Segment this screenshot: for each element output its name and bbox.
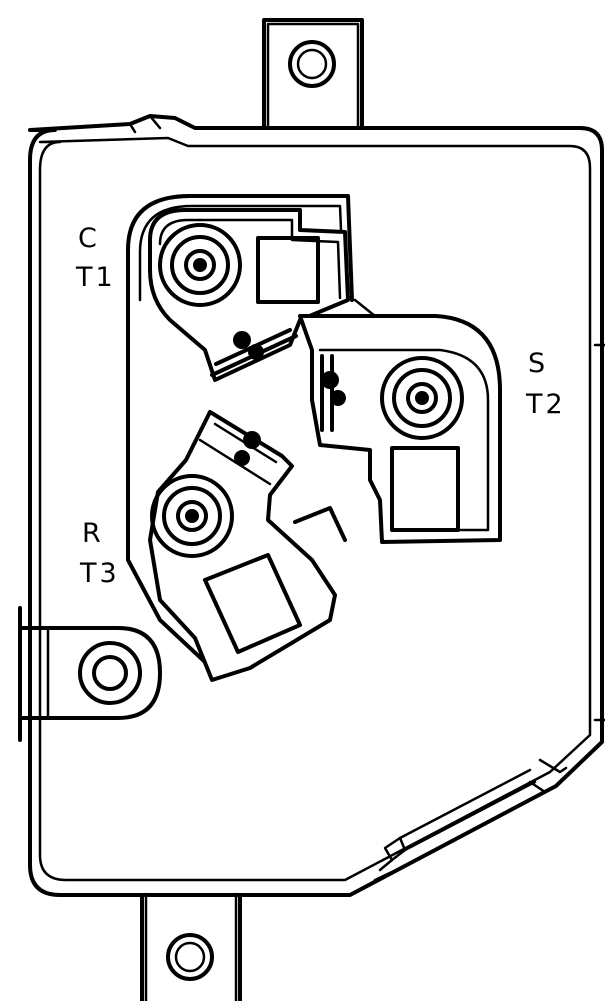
- terminal-t1-screw: [158, 223, 242, 307]
- top-mounting-tab: [262, 18, 364, 130]
- bottom-mounting-hole: [166, 933, 214, 981]
- terminal-frame: [126, 194, 354, 678]
- terminal-label-t3: R T3: [79, 518, 120, 589]
- terminal-t3-screw: [150, 474, 234, 558]
- svg-text:R: R: [82, 518, 104, 549]
- left-mounting-hole: [78, 641, 142, 705]
- terminal-t2: [298, 298, 502, 544]
- svg-text:T1: T1: [75, 262, 116, 293]
- svg-text:C: C: [78, 223, 100, 254]
- terminal-label-t2: S T2: [525, 348, 566, 420]
- terminal-label-t1: C T1: [75, 223, 116, 293]
- top-mounting-hole: [288, 40, 336, 88]
- terminal-t2-screw: [380, 356, 464, 440]
- svg-text:T3: T3: [79, 558, 120, 589]
- left-mounting-tab: [18, 606, 162, 742]
- svg-text:S: S: [528, 348, 548, 379]
- housing-outline: [28, 114, 605, 897]
- bottom-mounting-tab: [140, 892, 242, 1001]
- terminal-t3: [148, 410, 347, 682]
- svg-text:T2: T2: [525, 389, 566, 420]
